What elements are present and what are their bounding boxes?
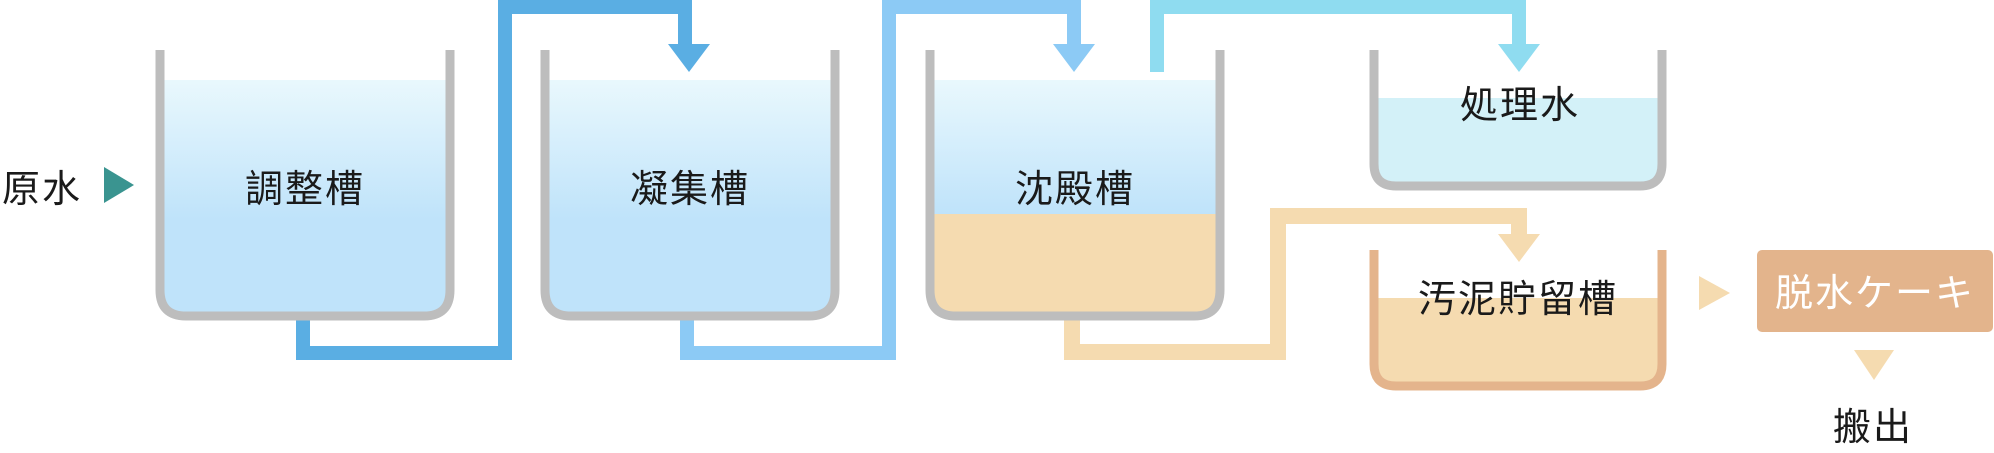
sludge-storage-tank xyxy=(1369,250,1667,391)
adjustment-tank xyxy=(155,50,455,321)
pipe-settle-to-sludge xyxy=(1064,208,1527,360)
arrow-into-treated-icon xyxy=(1498,44,1540,72)
dewatered-cake-box xyxy=(1757,250,1993,332)
arrow-into-settle-icon xyxy=(1053,44,1095,72)
arrow-into-sludge-icon xyxy=(1498,234,1540,262)
sludge-storage-tank-label: 汚泥貯留槽 xyxy=(1418,277,1618,321)
pipe-settle-to-treated xyxy=(1150,0,1526,72)
treated-water-label: 処理水 xyxy=(1460,83,1580,127)
settling-tank xyxy=(925,50,1225,321)
coagulation-tank xyxy=(540,50,840,321)
carry-out-label: 搬出 xyxy=(1833,405,1913,449)
raw-water-arrow-icon xyxy=(104,167,134,203)
adjustment-tank-label: 調整槽 xyxy=(245,167,365,211)
raw-water-label: 原水 xyxy=(2,167,82,211)
treated-water-tank xyxy=(1369,50,1667,191)
settling-tank-label: 沈殿槽 xyxy=(1015,167,1135,211)
dewatered-cake-label: 脱水ケーキ xyxy=(1775,271,1975,315)
arrow-into-coagulate-icon xyxy=(668,44,710,72)
coagulation-tank-label: 凝集槽 xyxy=(630,167,750,211)
arrow-to-carry-out-icon xyxy=(1854,350,1894,380)
arrow-to-cake-icon xyxy=(1699,276,1730,310)
